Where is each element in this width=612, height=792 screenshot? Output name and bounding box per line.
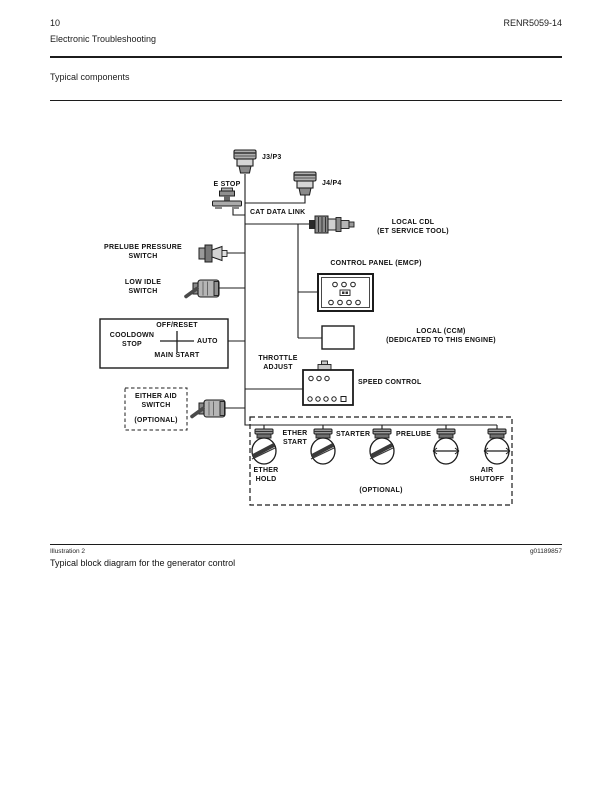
solenoid-prelube-icon [433, 425, 459, 464]
low-idle-toggle-icon [184, 278, 221, 299]
section-rule [50, 100, 562, 101]
label-ether-aid-optional: (OPTIONAL) [134, 417, 178, 424]
wire-j4p4 [245, 195, 306, 204]
ether-aid-dashed-box [124, 387, 188, 431]
optional-group-dashed-box [249, 416, 513, 506]
emcp-panel [317, 273, 374, 312]
label-e-stop: E STOP [213, 181, 241, 188]
label-prelube: PRELUBE [396, 431, 432, 438]
j4p4-connector-icon [293, 171, 317, 196]
cdl-connector-icon [309, 215, 355, 234]
wire-panel-branch [297, 224, 322, 339]
page-number: 10 [50, 18, 61, 28]
label-throttle-adjust: THROTTLE ADJUST [258, 355, 298, 372]
label-local-ccm: LOCAL (CCM) (DEDICATED TO THIS ENGINE) [386, 328, 496, 345]
block-diagram [99, 149, 513, 506]
label-ether-hold: ETHER HOLD [253, 467, 279, 484]
label-selector-main-start: MAIN START [154, 352, 200, 359]
section-title: Typical components [50, 72, 130, 82]
j3p3-connector-icon [233, 149, 257, 174]
illustration-label: Illustration 2 [50, 548, 86, 555]
label-low-idle-switch: LOW IDLE SWITCH [124, 279, 162, 296]
label-prelube-pressure-switch: PRELUBE PRESSURE SWITCH [104, 244, 182, 261]
label-control-panel-emcp: CONTROL PANEL (EMCP) [330, 260, 422, 267]
solenoid-ether-hold-icon [252, 425, 276, 464]
ether-aid-toggle-icon [190, 398, 227, 419]
wire-main-bus [244, 174, 497, 426]
label-ether-aid-switch: EITHER AID SWITCH [135, 393, 177, 410]
label-selector-off-reset: OFF/RESET [156, 322, 198, 329]
doc-code: RENR5059-14 [503, 18, 562, 28]
pressure-switch-icon [198, 244, 228, 263]
label-selector-cooldown-stop: COOLDOWN STOP [109, 332, 155, 349]
label-j3p3: J3/P3 [262, 154, 282, 161]
label-optional-group: (OPTIONAL) [359, 487, 403, 494]
label-starter: STARTER [336, 431, 371, 438]
label-cat-data-link: CAT DATA LINK [250, 209, 306, 216]
label-speed-control: SPEED CONTROL [358, 379, 422, 386]
caption-rule [50, 544, 562, 545]
selector-cross-icon [160, 331, 194, 352]
label-ether-start: ETHER START [282, 430, 308, 447]
wire-estop [232, 207, 245, 216]
header-rule [50, 56, 562, 58]
label-selector-auto: AUTO [197, 338, 218, 345]
label-air-shutoff: AIR SHUTOFF [469, 467, 505, 484]
label-j4p4: J4/P4 [322, 180, 342, 187]
doc-title: Electronic Troubleshooting [50, 34, 157, 44]
label-local-cdl: LOCAL CDL (ET SERVICE TOOL) [377, 219, 449, 236]
ccm-box [321, 325, 355, 350]
figure-caption: Typical block diagram for the generator … [50, 558, 236, 568]
figure-code: g01189857 [529, 548, 562, 555]
speed-control-panel [302, 360, 354, 406]
solenoid-ether-start-icon [311, 425, 335, 464]
solenoid-starter-icon [370, 425, 394, 464]
selector-box [99, 318, 229, 369]
solenoid-air-shutoff-icon [484, 425, 510, 464]
estop-button-icon [212, 187, 242, 209]
